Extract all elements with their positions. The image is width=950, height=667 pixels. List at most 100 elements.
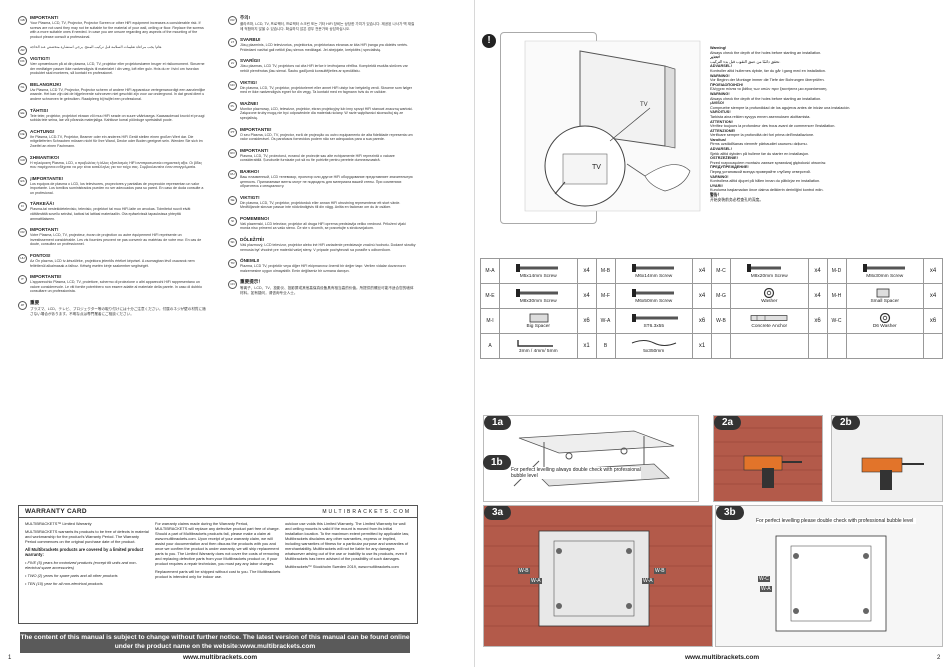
washer-icon	[764, 288, 775, 298]
part-item	[845, 333, 924, 359]
safety-notice-title: Ważne!	[240, 100, 259, 106]
language-code-badge: NL	[18, 82, 27, 92]
safety-notice-title: 주의!	[240, 15, 250, 20]
language-code-badge: IT	[18, 275, 27, 285]
language-code-badge: NO	[228, 80, 237, 90]
part-item: 3mm / 4mm/ 5mm	[499, 333, 578, 359]
safety-notice-text: Jūsu plazmas, LCD TV, projektors vai cit…	[240, 64, 408, 73]
step-2a-illustration	[714, 416, 822, 501]
language-code-badge: DK	[18, 56, 27, 66]
step-2b-badge: 2b	[832, 416, 860, 430]
part-code: W-A	[595, 308, 616, 334]
part-quantity: x4	[807, 283, 828, 309]
screw-icon	[631, 264, 674, 272]
part-item: M8x30mm Screw	[499, 283, 578, 309]
part-item: M8x20mm Screw	[730, 258, 809, 284]
step-2a-panel: 2a	[713, 415, 823, 502]
part-label: D6 Washer	[872, 324, 897, 329]
safety-notice-block: TRÖnemli!Plazma, LCD TV, projektör veya …	[228, 258, 416, 273]
safety-notice-text: Votre Plasma, LCD, TV, projecteur, écran…	[30, 233, 202, 247]
part-quantity: x1	[576, 333, 597, 359]
part-label: M6x14mm Screw	[635, 274, 673, 279]
warning-heading: WARNING!	[710, 73, 730, 78]
part-quantity	[807, 333, 828, 359]
part-quantity: x1	[692, 333, 712, 359]
warning-heading: ПРЕДУПРЕЖДЕНИЕ!	[710, 165, 749, 170]
anchor-icon	[750, 315, 788, 321]
wall-screw-icon	[631, 314, 678, 322]
part-item	[730, 333, 809, 359]
step-3b-badge: 3b	[716, 506, 744, 520]
warning-line: Compruebe siempre la profundidad de los …	[710, 105, 851, 110]
part-label: Washer	[761, 299, 778, 304]
safety-notice-text: Los equipos de plasma o LCD, los televis…	[30, 181, 204, 195]
language-code-badge: PL	[228, 101, 237, 111]
warranty-paragraph: All Multibrackets products are covered b…	[25, 547, 144, 557]
warranty-paragraph: Replacement parts will be shipped withou…	[155, 569, 281, 579]
safety-notice-block: PLWażne!Monitor plazmowy, LCD, telewizor…	[228, 101, 416, 121]
step-3b-callout: For perfect levelling please double chec…	[756, 518, 916, 524]
safety-notice-title: Important!	[30, 15, 59, 20]
tv-label-top: TV	[640, 102, 648, 108]
safety-notice-title: Svarbu!	[240, 37, 261, 43]
part-item: Big Spacer	[499, 308, 578, 334]
safety-notice-text: Plazma, LCD TV, projektör veya diğer HiF…	[240, 264, 406, 273]
language-code-badge: SI	[228, 216, 237, 226]
safety-notice-block: GBImportant!Your Plasma, LCD, TV, Projec…	[18, 15, 206, 39]
part-code: W-C	[826, 308, 847, 334]
part-label: ST6.3x55	[643, 324, 665, 329]
safety-notice-text: 플라즈마, LCD, TV, 프로젝터, 프로젝터 스크린 또는 기타 HiFi…	[240, 22, 415, 31]
part-quantity: x4	[807, 258, 828, 284]
safety-notice-block: SEViktigt!Din plasma, LCD, TV, projektor…	[228, 195, 416, 210]
part-code: A	[480, 333, 500, 359]
part-code: M-G	[711, 283, 731, 309]
safety-notice-title: Важно!	[240, 168, 259, 174]
language-code-badge: KR	[228, 16, 237, 25]
language-code-badge: SE	[228, 195, 237, 205]
website-link-right[interactable]: www.multibrackets.com	[685, 654, 760, 661]
language-code-badge: GB	[18, 16, 27, 25]
language-code-badge: FR	[18, 228, 27, 238]
part-label: M8x30mm Screw	[866, 274, 904, 279]
step-1b-callout: For perfect levelling always double chec…	[511, 467, 641, 479]
part-item: Concrete Anchor	[730, 308, 809, 334]
warning-line: Sjekk alltid dybden på hullene før du st…	[710, 151, 810, 156]
safety-notice-block: NLBelangrijk!Uw Plasma, LCD TV, Projecto…	[18, 82, 206, 102]
tv-wall-illustration: TV TV	[524, 40, 701, 212]
step-3b-tag-wa: W-A	[760, 586, 772, 592]
warning-line: Pirms uzstādīšanas vienmēr pārbaudiet ca…	[710, 142, 808, 147]
part-code: B	[595, 333, 616, 359]
part-code: M-D	[826, 258, 847, 284]
part-label: Big Spacer	[526, 324, 550, 329]
safety-notice-title: Importante!	[30, 274, 62, 280]
part-code: M-A	[480, 258, 500, 284]
safety-notice-title: Important!	[240, 147, 269, 153]
step-3a-illustration	[484, 506, 712, 646]
warning-heading: VARNING!	[710, 174, 729, 179]
language-code-badge: TR	[228, 259, 237, 269]
part-quantity: x6	[807, 308, 828, 334]
safety-notice-text: O seu Plasma, LCD, TV, projector, ecrã d…	[240, 132, 413, 142]
part-label: M5x14mm Screw	[519, 274, 557, 279]
part-quantity: x4	[692, 283, 712, 309]
website-link[interactable]: www.multibrackets.com	[183, 654, 258, 661]
warning-heading: ADVARSEL!	[710, 147, 732, 152]
part-quantity: x4	[576, 283, 597, 309]
safety-notice-text: Plasma, LCD, TV, proiectorul, ecranul de…	[240, 153, 395, 163]
step-3a-badge: 3a	[484, 506, 512, 520]
warning-line: Ελέγχετε πάντα το βάθος των οπών πριν ξε…	[710, 87, 828, 92]
safety-notice-text: Váš plazmový, LCD televízor, projektor a…	[240, 243, 416, 252]
warning-heading: ΠΡΟΕΙΔΟΠΟΙΗΣΗ!	[710, 82, 744, 87]
part-item: Washer	[730, 283, 809, 309]
screw-icon	[516, 289, 559, 297]
language-code-badge: PT	[228, 127, 237, 137]
safety-notice-title: Svarīgi!	[240, 58, 261, 64]
warranty-paragraph: MULTIBRACKETS™ Limited Warranty	[25, 521, 92, 526]
warning-heading: UYARI!	[710, 183, 723, 188]
page-left: GBImportant!Your Plasma, LCD, TV, Projec…	[8, 15, 418, 661]
